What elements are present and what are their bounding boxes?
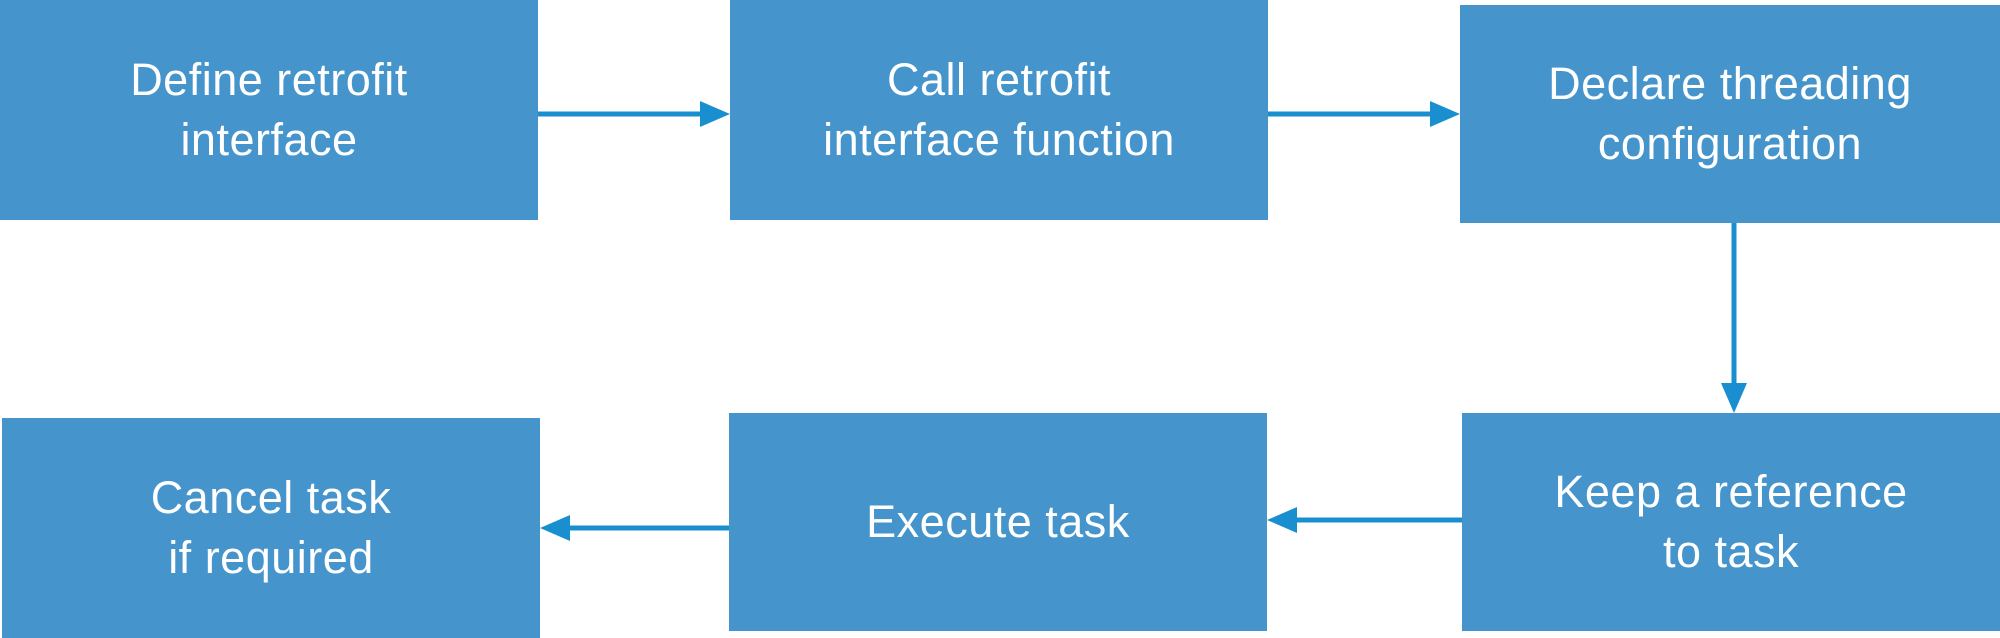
step-define-retrofit-interface: Define retrofit interface — [0, 0, 538, 220]
step-label: Define retrofit interface — [130, 54, 408, 165]
arrow-step2-to-step3 — [1268, 101, 1460, 127]
step-call-retrofit-interface-function: Call retrofit interface function — [730, 0, 1268, 220]
step-label: Declare threading configuration — [1548, 58, 1912, 169]
step-execute-task: Execute task — [729, 413, 1267, 631]
arrow-step3-to-step4 — [1721, 223, 1747, 413]
step-cancel-task-if-required: Cancel task if required — [2, 418, 540, 638]
step-keep-reference-to-task: Keep a reference to task — [1462, 413, 2000, 631]
arrow-step5-to-step6 — [540, 515, 729, 541]
step-label: Execute task — [866, 496, 1130, 547]
step-label: Cancel task if required — [150, 472, 392, 583]
arrow-step1-to-step2 — [538, 101, 730, 127]
step-declare-threading-configuration: Declare threading configuration — [1460, 5, 2000, 223]
step-label: Call retrofit interface function — [823, 54, 1175, 165]
step-label: Keep a reference to task — [1554, 466, 1908, 577]
arrow-step4-to-step5 — [1267, 507, 1462, 533]
